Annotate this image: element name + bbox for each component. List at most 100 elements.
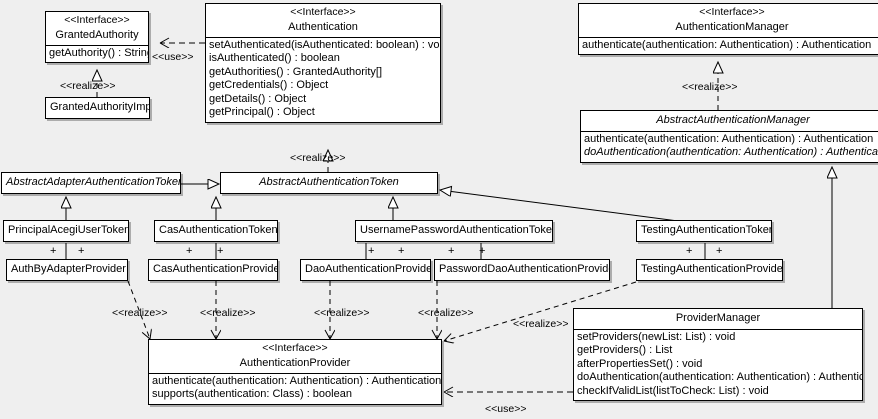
operation: authenticate(authentication: Authenticat… <box>582 38 872 51</box>
operation: setProviders(newList: List) : void <box>577 330 736 343</box>
class-header: DaoAuthenticationProvider <box>301 260 430 280</box>
class-abstract-adapter-authentication-token[interactable]: AbstractAdapterAuthenticationToken <box>1 172 181 194</box>
class-header: <<Interface>> GrantedAuthority <box>46 12 148 45</box>
class-cas-authentication-token[interactable]: CasAuthenticationToken <box>154 220 278 242</box>
stereotype-label: <<Interface>> <box>699 6 765 18</box>
multiplicity-marker: + <box>686 245 693 257</box>
class-username-password-authentication-token[interactable]: UsernamePasswordAuthenticationToken <box>355 220 553 242</box>
class-provider-manager[interactable]: ProviderManager setProviders(newList: Li… <box>573 308 863 402</box>
multiplicity-marker: + <box>368 245 375 257</box>
edge-label-use-authentication-grantedauthority: <<use>> <box>152 51 194 63</box>
class-name: AbstractAuthenticationManager <box>656 114 810 126</box>
edge-label-use-providermanager-authenticationprovider: <<use>> <box>485 403 527 415</box>
class-header: UsernamePasswordAuthenticationToken <box>356 221 552 241</box>
operations-compartment: authenticate(authentication: Authenticat… <box>149 372 441 404</box>
class-granted-authority[interactable]: <<Interface>> GrantedAuthority getAuthor… <box>45 11 149 64</box>
class-header: CasAuthenticationProvider <box>149 260 277 280</box>
multiplicity-marker: + <box>398 245 405 257</box>
operation: getDetails() : Object <box>209 92 307 105</box>
multiplicity-marker: + <box>479 245 486 257</box>
operation: getCredentials() : Object <box>209 79 329 92</box>
class-header: TestingAuthenticationProvider <box>637 260 782 280</box>
edge-label-realize-providermanager: <<realize>> <box>513 318 569 330</box>
class-dao-authentication-provider[interactable]: DaoAuthenticationProvider <box>300 259 431 281</box>
class-name: PrincipalAcegiUserToken <box>8 224 129 236</box>
class-password-dao-authentication-provider[interactable]: PasswordDaoAuthenticationProvider <box>434 259 610 281</box>
edge-label-realize-passworddaoauthenticationprovider: <<realize>> <box>418 307 474 319</box>
class-name: AuthenticationProvider <box>239 357 351 370</box>
operation: authenticate(authentication: Authenticat… <box>584 132 874 145</box>
stereotype-label: <<Interface>> <box>290 6 356 18</box>
class-name: ProviderManager <box>675 312 761 324</box>
operations-compartment: authenticate(authentication: Authenticat… <box>581 130 878 162</box>
class-header: AbstractAuthenticationManager <box>581 111 878 131</box>
class-name: AbstractAuthenticationToken <box>259 176 399 188</box>
operation: supports(authentication: Class) : boolea… <box>152 388 352 401</box>
class-auth-by-adapter-provider[interactable]: AuthByAdapterProvider <box>6 259 128 281</box>
operation: afterPropertiesSet() : void <box>577 357 703 370</box>
class-name: CasAuthenticationProvider <box>153 263 278 275</box>
stereotype-label: <<Interface>> <box>262 342 328 354</box>
class-header: AuthByAdapterProvider <box>7 260 127 280</box>
class-header: <<Interface>> AuthenticationProvider <box>149 340 441 373</box>
class-name: DaoAuthenticationProvider <box>305 263 431 275</box>
class-granted-authority-impl[interactable]: GrantedAuthorityImpl <box>45 97 150 119</box>
edge-label-realize-authbyadapterprovider: <<realize>> <box>112 307 168 319</box>
operation: doAuthentication(authentication: Authent… <box>577 371 863 384</box>
class-name: PasswordDaoAuthenticationProvider <box>439 263 610 275</box>
class-header: <<Interface>> AuthenticationManager <box>579 4 878 37</box>
class-name: CasAuthenticationToken <box>159 224 278 236</box>
class-principal-acegi-user-token[interactable]: PrincipalAcegiUserToken <box>3 220 129 242</box>
operations-compartment: authenticate(authentication: Authenticat… <box>579 36 878 55</box>
multiplicity-marker: + <box>716 245 723 257</box>
stereotype-label: <<Interface>> <box>64 14 130 26</box>
class-header: <<Interface>> Authentication <box>206 4 440 37</box>
operation: getProviders() : List <box>577 344 673 357</box>
class-cas-authentication-provider[interactable]: CasAuthenticationProvider <box>148 259 278 281</box>
class-header: PasswordDaoAuthenticationProvider <box>435 260 609 280</box>
multiplicity-marker: + <box>78 245 85 257</box>
class-name: GrantedAuthorityImpl <box>50 101 150 113</box>
edge-label-realize-casauthenticationprovider: <<realize>> <box>200 307 256 319</box>
operation: isAuthenticated() : boolean <box>209 52 340 65</box>
class-header: ProviderManager <box>574 309 862 329</box>
operations-compartment: setAuthenticated(isAuthenticated: boolea… <box>206 36 440 122</box>
class-testing-authentication-provider[interactable]: TestingAuthenticationProvider <box>636 259 783 281</box>
multiplicity-marker: + <box>186 245 193 257</box>
class-header: CasAuthenticationToken <box>155 221 277 241</box>
multiplicity-marker: + <box>50 245 57 257</box>
class-authentication-manager[interactable]: <<Interface>> AuthenticationManager auth… <box>578 3 878 56</box>
class-abstract-authentication-manager[interactable]: AbstractAuthenticationManager authentica… <box>580 110 878 163</box>
class-header: TestingAuthenticationToken <box>637 221 771 241</box>
operation-abstract: doAuthentication(authentication: Authent… <box>584 146 878 159</box>
operations-compartment: getAuthority() : String <box>46 44 149 63</box>
multiplicity-marker: + <box>217 245 224 257</box>
operations-compartment: setProviders(newList: List) : void getPr… <box>574 328 863 401</box>
class-name: GrantedAuthority <box>55 29 139 42</box>
class-abstract-authentication-token[interactable]: AbstractAuthenticationToken <box>220 172 438 194</box>
class-name: TestingAuthenticationProvider <box>641 263 783 275</box>
class-header: AbstractAdapterAuthenticationToken <box>2 173 180 193</box>
class-name: UsernamePasswordAuthenticationToken <box>360 224 553 236</box>
class-name: AbstractAdapterAuthenticationToken <box>6 176 181 188</box>
class-name: TestingAuthenticationToken <box>641 224 772 236</box>
operation: getPrincipal() : Object <box>209 106 315 119</box>
operation: getAuthorities() : GrantedAuthority[] <box>209 65 383 78</box>
class-header: AbstractAuthenticationToken <box>221 173 437 193</box>
multiplicity-marker: + <box>448 245 455 257</box>
class-name: AuthenticationManager <box>675 21 789 34</box>
class-name: Authentication <box>288 21 358 34</box>
class-name: AuthByAdapterProvider <box>11 263 126 275</box>
edge-label-realize-abstractauthenticationtoken: <<realize>> <box>290 152 346 164</box>
edge-label-realize-abstractauthenticationmanager: <<realize>> <box>682 81 738 93</box>
class-header: PrincipalAcegiUserToken <box>4 221 128 241</box>
class-authentication[interactable]: <<Interface>> Authentication setAuthenti… <box>205 3 441 123</box>
edge-label-realize-daoauthenticationprovider: <<realize>> <box>314 307 370 319</box>
class-authentication-provider[interactable]: <<Interface>> AuthenticationProvider aut… <box>148 339 442 405</box>
operation: checkIfValidList(listToCheck: List) : vo… <box>577 384 769 397</box>
class-header: GrantedAuthorityImpl <box>46 98 149 118</box>
operation: getAuthority() : String <box>49 46 149 59</box>
class-testing-authentication-token[interactable]: TestingAuthenticationToken <box>636 220 772 242</box>
edge-label-realize-grantedauthorityimpl: <<realize>> <box>60 80 116 92</box>
